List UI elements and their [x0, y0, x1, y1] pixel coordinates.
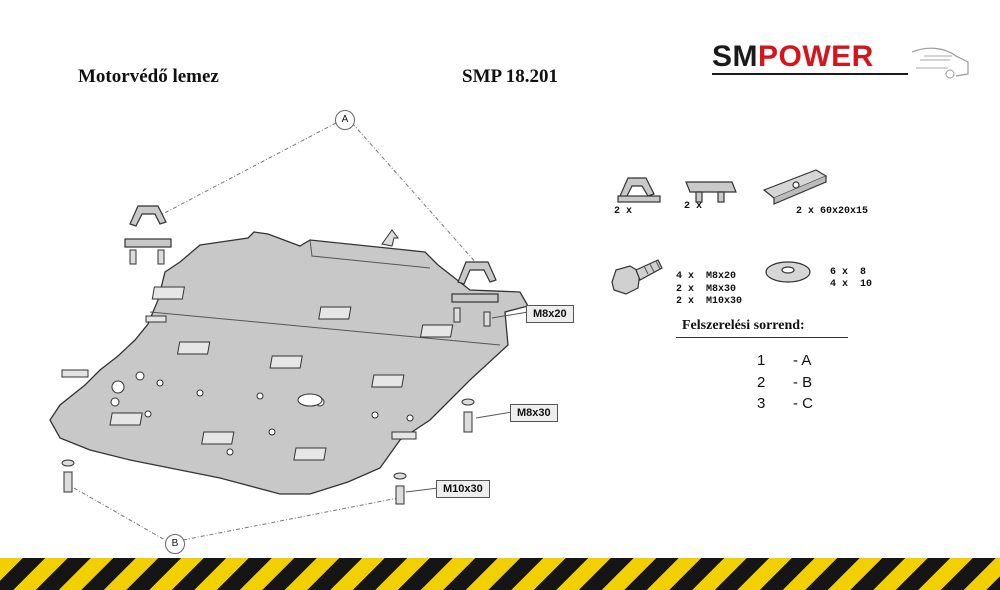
kit-bolt-m8x30: 2 x M8x30 [676, 284, 737, 295]
kit-bolt-m8x20: 4 x M8x20 [676, 271, 737, 282]
kit-washer-icon [765, 261, 811, 283]
logo-power: POWER [758, 40, 874, 73]
kit-washer-10: 4 x 10 [830, 279, 873, 290]
car-outline-icon [712, 47, 969, 79]
point-b-marker: B [165, 534, 185, 554]
kit-bolt-m10x30: 2 x M10x30 [676, 296, 743, 307]
kit-bolt-icon [611, 259, 663, 295]
kit-plate-qty: 2 x [684, 201, 703, 212]
kit-bracket-icon [617, 177, 661, 203]
kit-plate-icon [685, 181, 737, 203]
bolt-m8x30 [461, 398, 475, 433]
kit-washer-8: 6 x 8 [830, 267, 867, 278]
kit-spacer-qty: 2 x 60x20x15 [796, 206, 869, 217]
sequence-row: 3- C [757, 395, 813, 412]
smpower-logo: SMPOWER [712, 38, 974, 88]
product-title: Motorvédő lemez [78, 66, 219, 87]
sequence-row: 1- A [757, 352, 812, 369]
label-m8x20: M8x20 [526, 305, 574, 323]
bolts-left [129, 249, 165, 265]
point-a-marker: A [335, 110, 355, 130]
bracket-right [451, 261, 499, 303]
kit-bracket-qty: 2 x [614, 206, 633, 217]
bolt-m10x30-left [61, 459, 75, 493]
part-number: SMP 18.201 [462, 66, 559, 87]
bolt-m10x30-right [393, 472, 407, 505]
label-m10x30: M10x30 [436, 480, 490, 498]
bracket-left [124, 205, 172, 248]
direction-arrow-icon [381, 229, 399, 247]
sequence-underline [676, 337, 848, 338]
kit-parts [611, 169, 828, 295]
kit-spacer-icon [762, 169, 828, 205]
skid-plate-diagram [49, 122, 529, 541]
hazard-stripe [0, 558, 1000, 590]
sequence-row: 2- B [757, 374, 813, 391]
sequence-title: Felszerelési sorrend: [682, 318, 805, 333]
label-m8x30: M8x30 [510, 404, 558, 422]
logo-sm: SM [712, 40, 758, 73]
